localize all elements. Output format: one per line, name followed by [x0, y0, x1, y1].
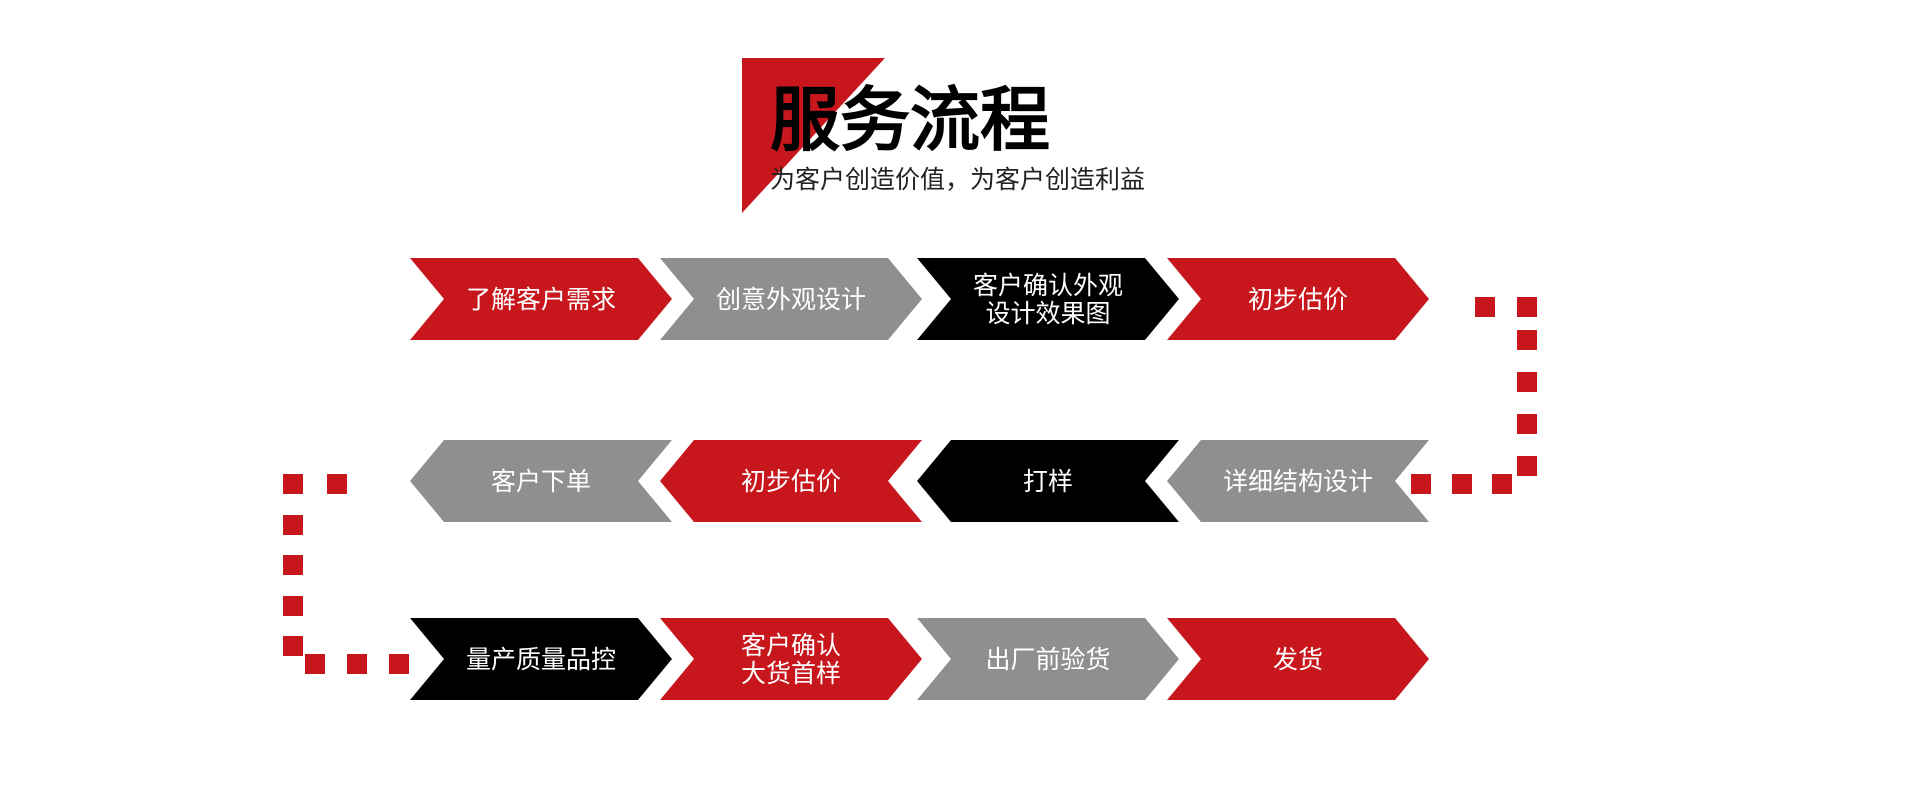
- step-chevron: [1167, 618, 1429, 700]
- step-label: 客户确认: [741, 631, 841, 660]
- step-chevron: [917, 258, 1179, 340]
- connector-left: [283, 474, 409, 674]
- step-label: 客户确认外观: [973, 271, 1123, 300]
- connector-right: [1411, 297, 1537, 494]
- step-chevron: [410, 440, 672, 522]
- page-subtitle: 为客户创造价值，为客户创造利益: [770, 165, 1145, 194]
- step-chevron: [660, 258, 922, 340]
- title-red-triangle: [742, 58, 885, 213]
- step-label: 设计效果图: [985, 299, 1110, 328]
- step-label: 出厂前验货: [985, 645, 1110, 674]
- step-chevron: [1167, 258, 1429, 340]
- steps-layer: 了解客户需求创意外观设计客户确认外观设计效果图初步估价客户下单初步估价打样详细结…: [410, 258, 1429, 700]
- step-label: 大货首样: [741, 659, 841, 688]
- step-label: 初步估价: [1248, 285, 1348, 314]
- step-chevron: [660, 440, 922, 522]
- step-chevron: [660, 618, 922, 700]
- page-title: 服务流程: [770, 79, 1050, 161]
- step-label: 初步估价: [741, 467, 841, 496]
- step-label: 打样: [1023, 467, 1073, 496]
- step-chevron: [917, 440, 1179, 522]
- step-label: 创意外观设计: [716, 285, 866, 314]
- step-chevron: [1167, 440, 1429, 522]
- step-chevron: [917, 618, 1179, 700]
- step-label: 量产质量品控: [466, 645, 616, 674]
- step-label: 客户下单: [491, 467, 591, 496]
- step-label: 发货: [1273, 645, 1323, 674]
- step-label: 了解客户需求: [466, 285, 616, 314]
- step-chevron: [410, 258, 672, 340]
- step-chevron: [410, 618, 672, 700]
- step-label: 详细结构设计: [1223, 467, 1373, 496]
